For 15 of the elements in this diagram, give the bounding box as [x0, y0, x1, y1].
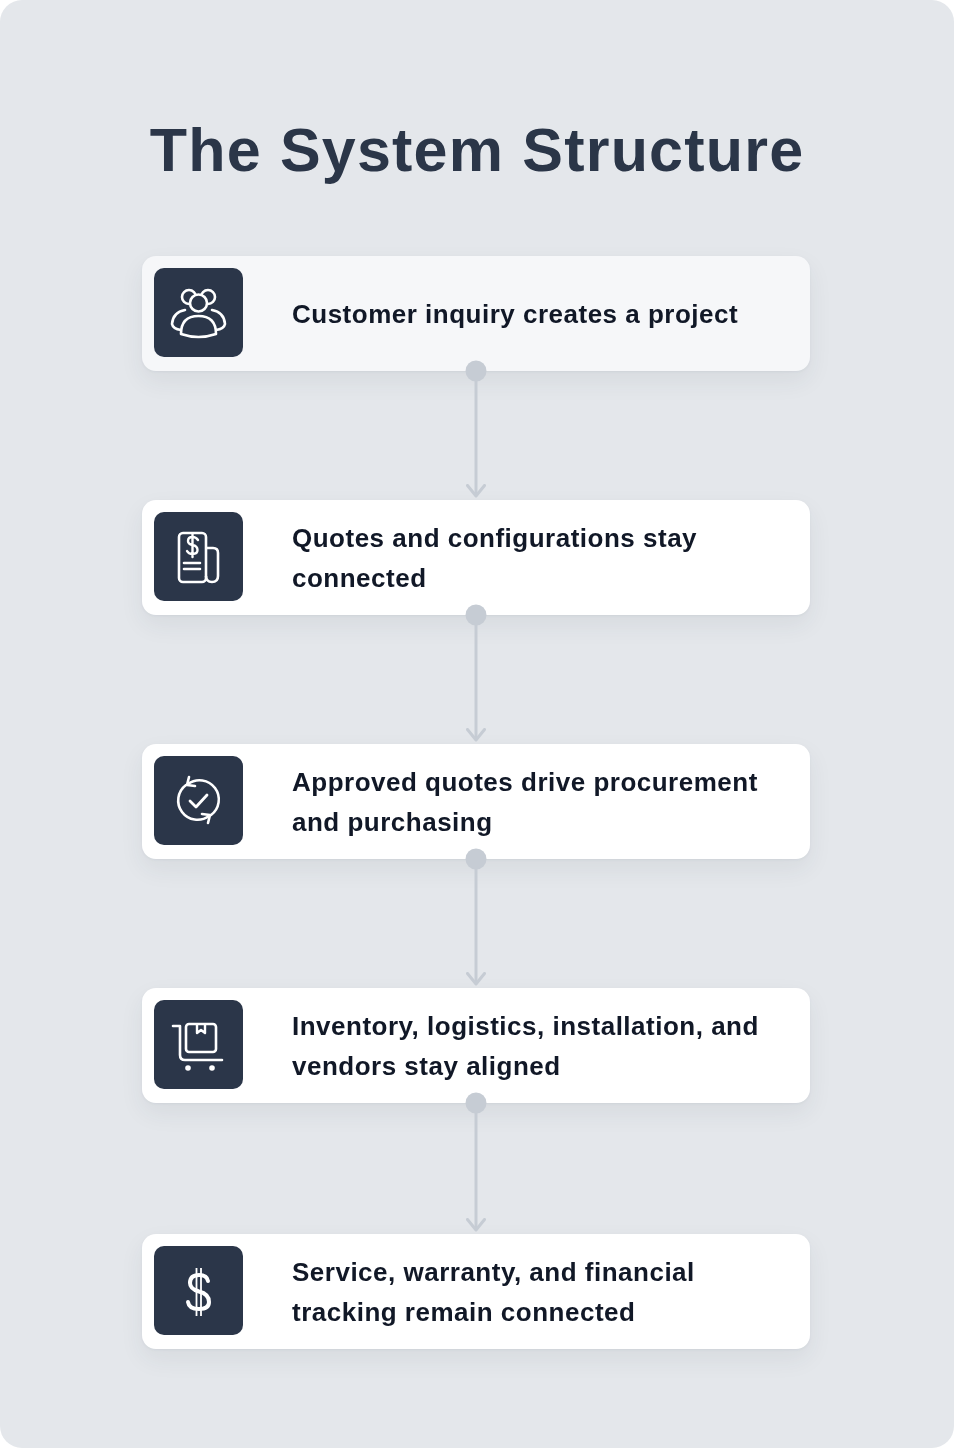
- step-card: [142, 500, 810, 615]
- arrow: [465, 604, 487, 742]
- step-card: [142, 1234, 810, 1349]
- step-card: [142, 744, 810, 859]
- step-text: Service, warranty, and financial tracking remain connected: [292, 1255, 696, 1329]
- step-text: Inventory, logistics, installation, and vendors stay aligned: [292, 1009, 760, 1083]
- step-card: [142, 256, 810, 371]
- arrow: [465, 360, 487, 498]
- step-text: Approved quotes drive procurement and purchasing: [292, 765, 759, 839]
- step-text: Customer inquiry creates a project: [292, 297, 739, 331]
- arrow: [465, 1092, 487, 1232]
- step-card: [142, 988, 810, 1103]
- arrow: [465, 848, 487, 986]
- step-text: Quotes and configurations stay connected: [292, 521, 699, 595]
- diagram-title: The System Structure: [148, 115, 806, 186]
